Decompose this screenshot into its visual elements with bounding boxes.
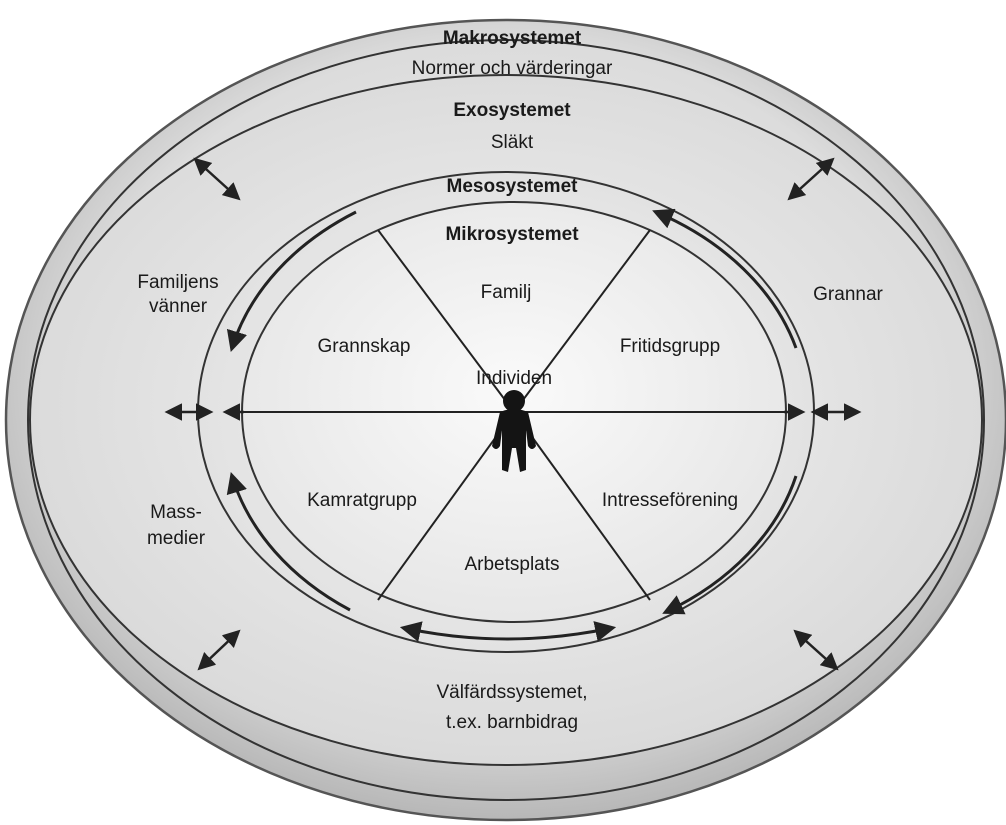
exo-item-massmedier-line2: medier <box>147 528 206 549</box>
makrosystem-title: Makrosystemet <box>443 28 582 49</box>
arrow-upper-left <box>193 157 241 201</box>
divider-lower-right <box>513 411 651 601</box>
segment-grannskap: Grannskap <box>318 336 411 357</box>
exosystem-subtitle: Släkt <box>491 132 534 153</box>
exo-item-valfardssystemet-line1: Välfärdssystemet, <box>437 682 588 703</box>
arrow-lower-right <box>793 629 839 671</box>
segment-kamratgrupp: Kamratgrupp <box>307 490 417 511</box>
exo-item-familjens-vanner-line1: Familjens <box>137 272 218 293</box>
segment-intresseforening: Intresseförening <box>602 490 738 511</box>
center-label-individen: Individen <box>476 368 552 389</box>
meso-arrows <box>226 208 798 642</box>
meso-arrow-upper-right <box>652 208 798 349</box>
divider-upper-left <box>377 229 515 413</box>
exo-arrows <box>164 157 862 671</box>
meso-arrow-lower-left <box>226 471 351 612</box>
segment-arbetsplats: Arbetsplats <box>464 554 559 575</box>
meso-arrow-upper-left <box>226 210 357 353</box>
exo-item-grannar: Grannar <box>813 284 883 305</box>
segment-familj: Familj <box>481 282 532 303</box>
makrosystem-subtitle: Normer och värderingar <box>412 58 613 79</box>
exosystem-title: Exosystemet <box>453 100 571 121</box>
arrow-upper-right <box>787 157 835 201</box>
meso-arrow-lower-right <box>662 475 798 615</box>
divider-upper-right <box>513 229 651 413</box>
arrow-lower-left <box>197 629 241 671</box>
person-icon <box>492 390 536 472</box>
segment-fritidsgrupp: Fritidsgrupp <box>620 336 720 357</box>
divider-lower-left <box>377 411 515 601</box>
exo-item-massmedier-line1: Mass- <box>150 502 202 523</box>
exo-item-familjens-vanner-line2: vänner <box>149 296 208 317</box>
mesosystem-title: Mesosystemet <box>447 176 579 197</box>
makrosystem-inner-edge <box>27 39 985 801</box>
meso-arrow-bottom <box>399 621 617 642</box>
exo-item-valfardssystemet-line2: t.ex. barnbidrag <box>446 712 578 733</box>
mikrosystem-title: Mikrosystemet <box>445 224 579 245</box>
